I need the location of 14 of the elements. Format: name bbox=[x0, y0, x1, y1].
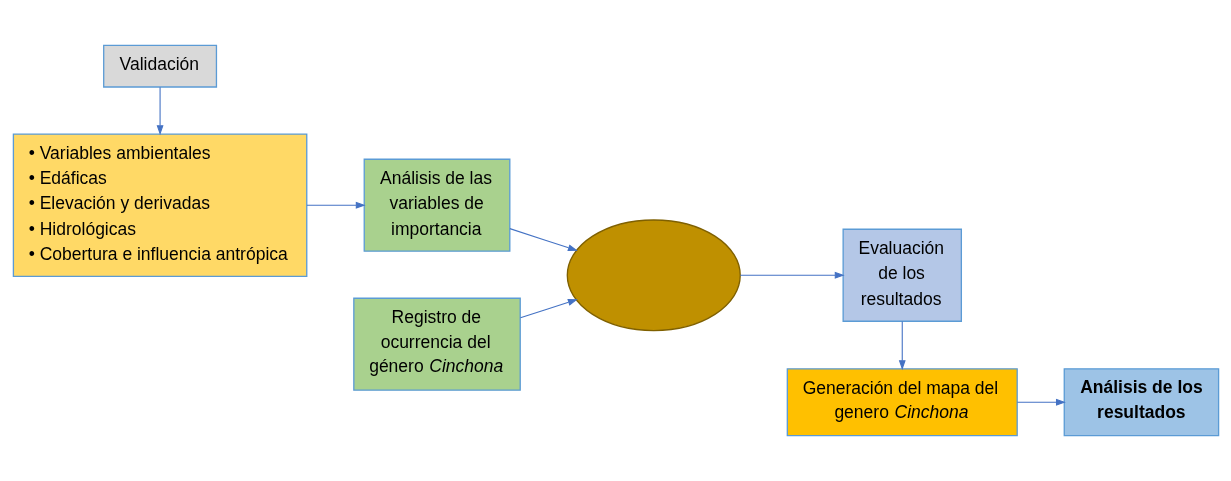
arrow bbox=[508, 228, 578, 252]
arrow bbox=[739, 271, 845, 279]
arrow bbox=[1016, 398, 1066, 406]
arrow bbox=[519, 299, 578, 319]
arrow bbox=[305, 201, 366, 209]
arrow bbox=[898, 320, 906, 371]
node-box: Evaluación de los resultados bbox=[842, 228, 962, 322]
node-box: Análisis de los resultados bbox=[1063, 368, 1219, 437]
node-box: Generación del mapa del genero Cinchona bbox=[786, 368, 1018, 437]
arrow bbox=[156, 86, 164, 136]
node-box: Análisis de las variables de importancia bbox=[363, 158, 510, 252]
node-box: Validación bbox=[102, 44, 217, 88]
node-box: Registro de ocurrencia del género Cinchona bbox=[352, 297, 521, 391]
node-box: • Variables ambientales • Edáficas • Elevación y derivadas • Hidrológicas • Cobertura e influencia antrópica bbox=[12, 133, 307, 277]
